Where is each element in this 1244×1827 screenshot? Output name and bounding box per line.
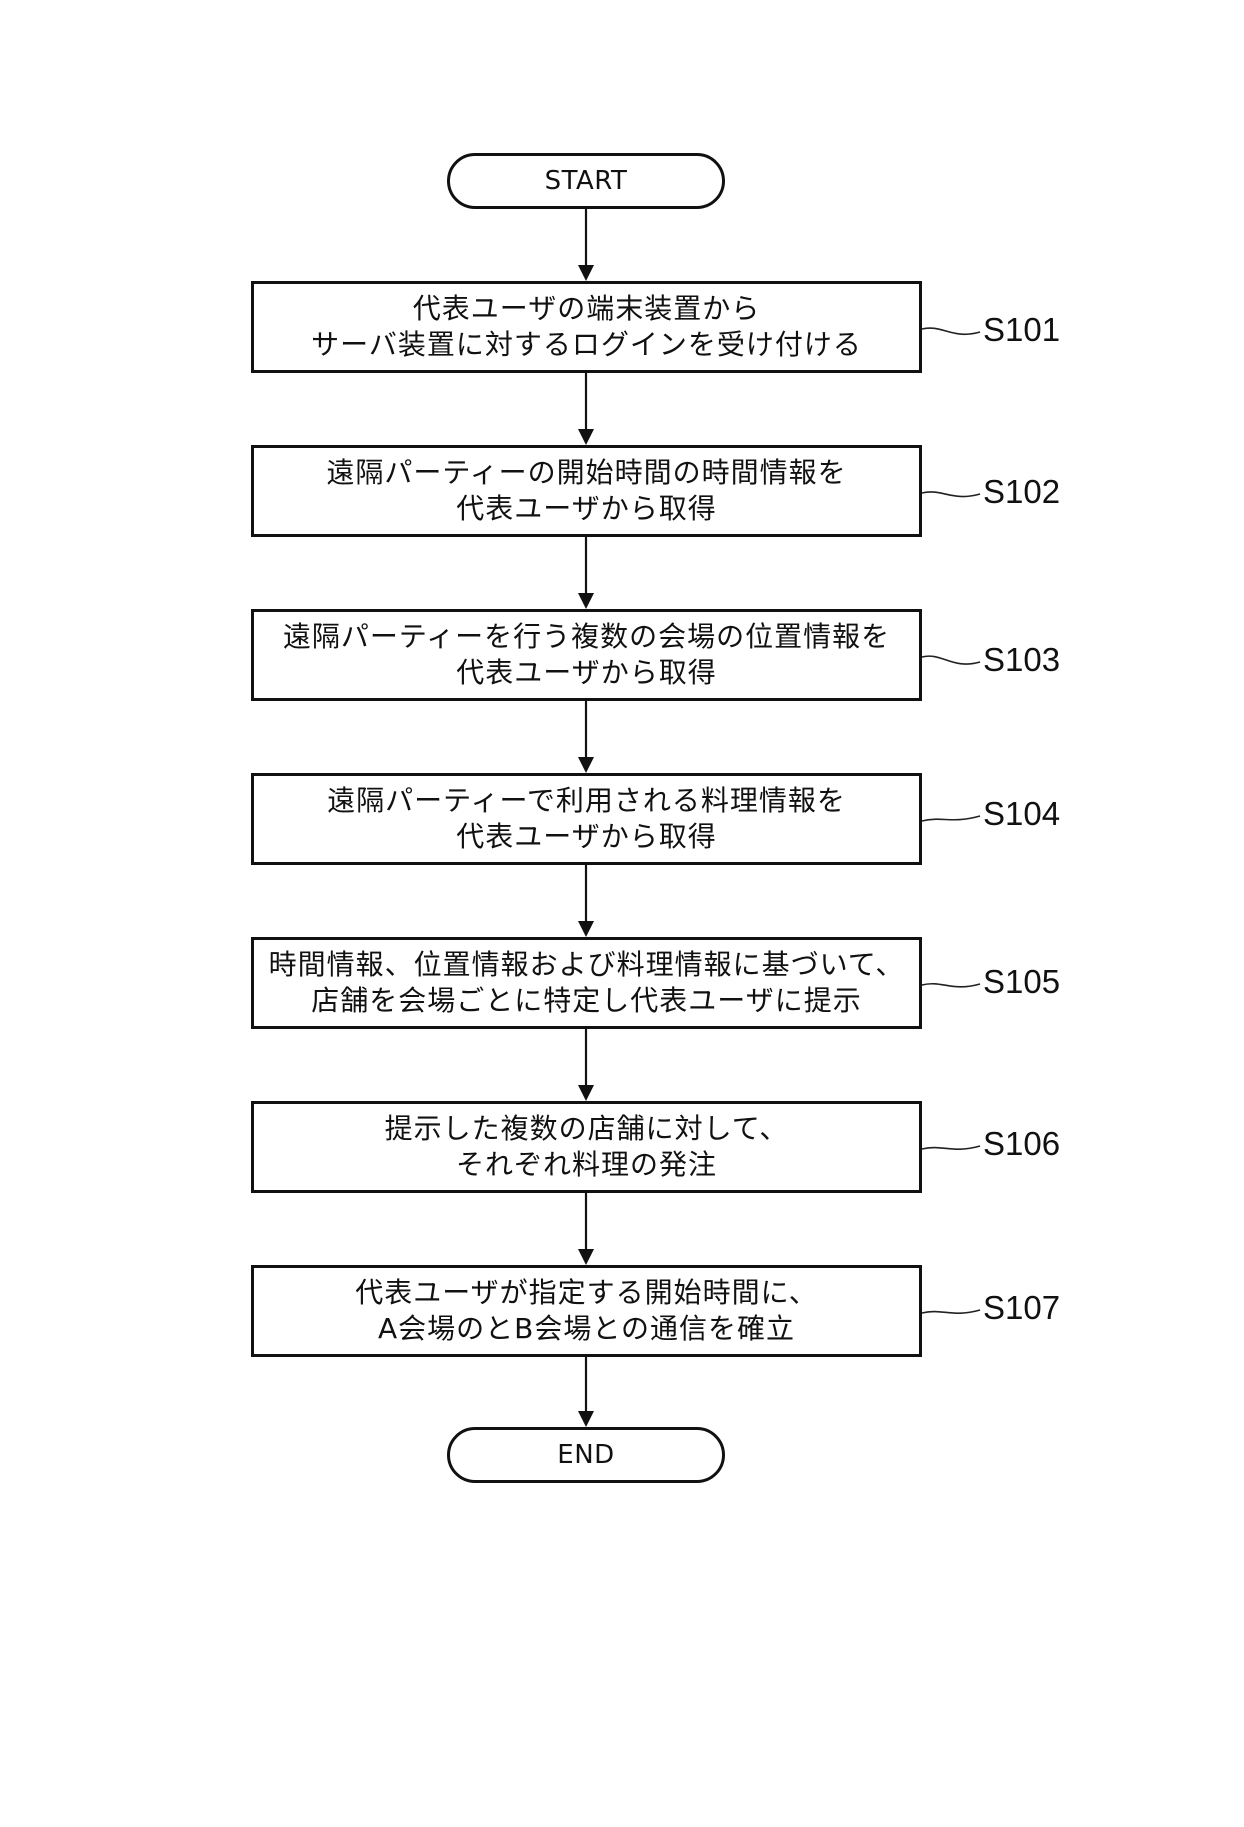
arrowhead-icon — [578, 429, 594, 445]
step-id-label: S101 — [983, 313, 1060, 347]
step-id-label: S103 — [983, 643, 1060, 677]
process-step-box: 代表ユーザが指定する開始時間に、A会場のとB会場との通信を確立 — [251, 1265, 922, 1357]
process-step-box: 遠隔パーティーを行う複数の会場の位置情報を代表ユーザから取得 — [251, 609, 922, 701]
end-label: END — [557, 1440, 614, 1470]
arrowhead-icon — [578, 757, 594, 773]
arrowhead-icon — [578, 1411, 594, 1427]
leader-line — [922, 656, 980, 664]
step-text-line: 遠隔パーティーで利用される料理情報を — [327, 783, 846, 819]
step-id-label: S105 — [983, 965, 1060, 999]
step-text-line: 代表ユーザから取得 — [456, 491, 716, 527]
step-text-line: 時間情報、位置情報および料理情報に基づいて、 — [269, 947, 905, 983]
step-text-line: 代表ユーザの端末装置から — [413, 291, 760, 327]
process-step-box: 提示した複数の店舗に対して、それぞれ料理の発注 — [251, 1101, 922, 1193]
step-id-label: S102 — [983, 475, 1060, 509]
process-step-box: 遠隔パーティーで利用される料理情報を代表ユーザから取得 — [251, 773, 922, 865]
process-step-box: 代表ユーザの端末装置からサーバ装置に対するログインを受け付ける — [251, 281, 922, 373]
step-text-line: 遠隔パーティーの開始時間の時間情報を — [326, 455, 846, 491]
step-text-line: 提示した複数の店舗に対して、 — [385, 1111, 789, 1147]
step-text-line: それぞれ料理の発注 — [456, 1147, 717, 1183]
step-id-label: S107 — [983, 1291, 1060, 1325]
step-text-line: 代表ユーザから取得 — [456, 819, 716, 855]
process-step-box: 遠隔パーティーの開始時間の時間情報を代表ユーザから取得 — [251, 445, 922, 537]
step-text-line: 代表ユーザが指定する開始時間に、 — [355, 1275, 818, 1311]
end-terminal: END — [447, 1427, 725, 1483]
leader-line — [922, 984, 980, 987]
leader-line — [922, 492, 980, 497]
arrowhead-icon — [578, 265, 594, 281]
step-id-label: S104 — [983, 797, 1060, 831]
leader-line — [922, 1310, 980, 1313]
start-terminal: START — [447, 153, 725, 209]
leader-line — [922, 1146, 980, 1149]
arrowhead-icon — [578, 593, 594, 609]
leader-line — [922, 816, 980, 821]
process-step-box: 時間情報、位置情報および料理情報に基づいて、店舗を会場ごとに特定し代表ユーザに提… — [251, 937, 922, 1029]
step-text-line: 代表ユーザから取得 — [456, 655, 716, 691]
arrowhead-icon — [578, 1249, 594, 1265]
step-text-line: A会場のとB会場との通信を確立 — [378, 1311, 795, 1347]
arrowhead-icon — [578, 921, 594, 937]
step-text-line: 遠隔パーティーを行う複数の会場の位置情報を — [283, 619, 890, 655]
start-label: START — [545, 166, 628, 196]
step-text-line: サーバ装置に対するログインを受け付ける — [311, 327, 862, 363]
step-text-line: 店舗を会場ごとに特定し代表ユーザに提示 — [311, 983, 861, 1019]
leader-line — [922, 328, 980, 334]
arrowhead-icon — [578, 1085, 594, 1101]
step-id-label: S106 — [983, 1127, 1060, 1161]
